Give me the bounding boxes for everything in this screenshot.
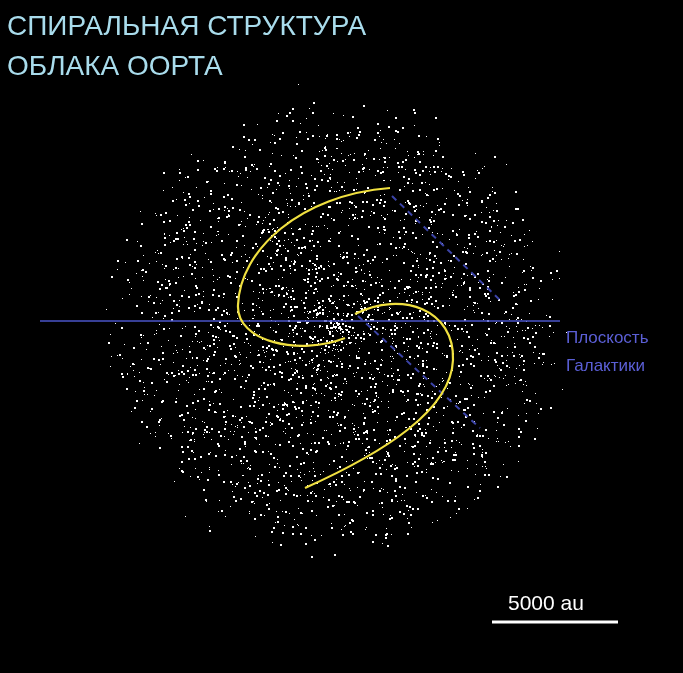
dashed-guide [392,196,502,302]
spiral-arm [305,304,453,488]
plane-label: Плоскость Галактики [566,324,676,380]
spiral-arm [238,188,390,346]
scale-label: 5000 au [508,591,584,615]
diagram-title: СПИРАЛЬНАЯ СТРУКТУРА ОБЛАКА ООРТА [7,6,447,86]
dashed-guide [358,316,480,428]
galactic-plane-line [40,320,560,321]
scale-bar [492,621,618,624]
